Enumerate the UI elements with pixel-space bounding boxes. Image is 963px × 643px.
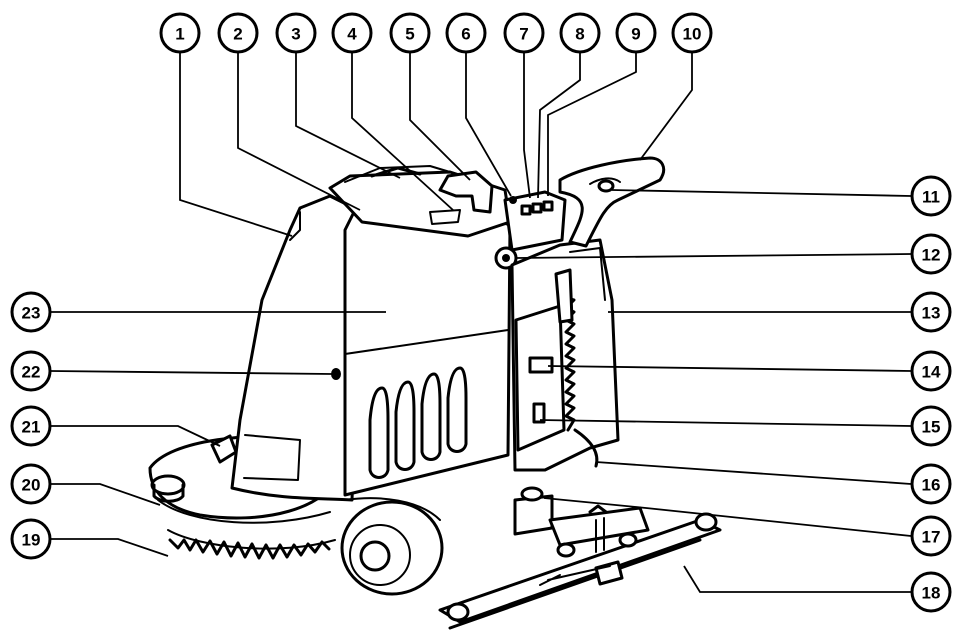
callout-label: 2 <box>233 25 242 44</box>
leader-lines <box>50 53 912 593</box>
callout-circle <box>10 518 52 560</box>
callout-circle <box>615 12 657 54</box>
callout-label: 4 <box>347 25 357 44</box>
callout-label: 23 <box>22 304 41 323</box>
callout-label: 9 <box>631 25 640 44</box>
callout-label: 17 <box>922 528 941 547</box>
callout-circle <box>275 12 317 54</box>
callout-circle <box>445 12 487 54</box>
callout-label: 11 <box>922 188 940 207</box>
rear-wheel <box>340 497 444 596</box>
callout-circle <box>559 12 601 54</box>
callout-label: 3 <box>291 25 300 44</box>
callout-circle <box>217 12 259 54</box>
callout-circle <box>389 12 431 54</box>
callout-circle <box>910 175 952 217</box>
callout-17: 17 <box>910 515 952 557</box>
callout-label: 20 <box>22 476 41 495</box>
callout-circle <box>910 350 952 392</box>
callout-2: 2 <box>217 12 259 54</box>
callout-label: 10 <box>683 25 702 44</box>
callout-14: 14 <box>910 350 952 392</box>
callout-circle <box>10 350 52 392</box>
callout-label: 22 <box>22 363 41 382</box>
callout-circle <box>159 12 201 54</box>
callout-9: 9 <box>615 12 657 54</box>
callout-label: 16 <box>922 476 941 495</box>
callout-label: 19 <box>22 531 41 550</box>
callout-23: 23 <box>10 291 52 333</box>
callout-5: 5 <box>389 12 431 54</box>
callout-18: 18 <box>910 571 952 613</box>
callout-11: 11 <box>910 175 952 217</box>
callout-circle <box>910 233 952 275</box>
callout-16: 16 <box>910 463 952 505</box>
callout-circle <box>910 463 952 505</box>
callout-20: 20 <box>10 463 52 505</box>
callout-label: 15 <box>922 418 941 437</box>
callout-label: 1 <box>175 25 184 44</box>
callout-circle <box>910 405 952 447</box>
callout-label: 6 <box>461 25 470 44</box>
callout-label: 21 <box>22 418 41 437</box>
callout-19: 19 <box>10 518 52 560</box>
callout-10: 10 <box>671 12 713 54</box>
rear-column <box>510 156 666 472</box>
main-tank <box>328 165 512 497</box>
callout-1: 1 <box>159 12 201 54</box>
callout-circle <box>10 291 52 333</box>
front-body <box>230 194 364 502</box>
callout-circle <box>671 12 713 54</box>
callout-circle <box>910 571 952 613</box>
callout-label: 14 <box>922 363 941 382</box>
callout-circle <box>910 291 952 333</box>
callout-13: 13 <box>910 291 952 333</box>
callout-circle <box>503 12 545 54</box>
control-console <box>494 190 567 270</box>
callout-label: 13 <box>922 304 941 323</box>
callout-circle <box>10 463 52 505</box>
callout-label: 8 <box>575 25 584 44</box>
callout-4: 4 <box>331 12 373 54</box>
machine-illustration <box>148 156 722 630</box>
callout-circle <box>910 515 952 557</box>
callout-22: 22 <box>10 350 52 392</box>
callout-label: 18 <box>922 584 941 603</box>
callout-label: 7 <box>519 25 528 44</box>
callout-15: 15 <box>910 405 952 447</box>
callout-circle <box>331 12 373 54</box>
squeegee-assembly <box>438 486 722 630</box>
callout-6: 6 <box>445 12 487 54</box>
callout-label: 5 <box>405 25 414 44</box>
callout-7: 7 <box>503 12 545 54</box>
callout-label: 12 <box>922 246 941 265</box>
callout-12: 12 <box>910 233 952 275</box>
callout-21: 21 <box>10 405 52 447</box>
callout-circle <box>10 405 52 447</box>
callout-3: 3 <box>275 12 317 54</box>
callout-8: 8 <box>559 12 601 54</box>
